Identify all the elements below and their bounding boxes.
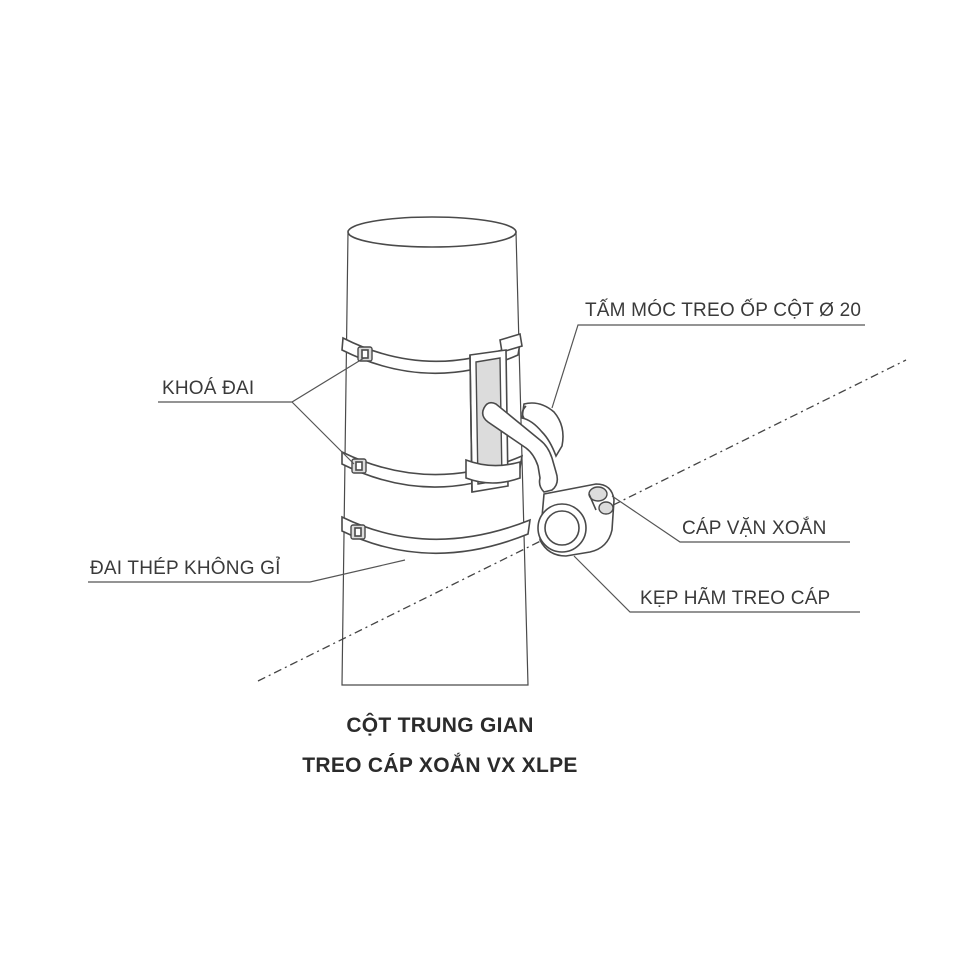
title-line-2: TREO CÁP XOẮN VX XLPE: [302, 753, 577, 777]
suspension-clamp: [537, 483, 615, 557]
leader-twisted-cable: [611, 495, 850, 543]
leader-mounting-plate: [551, 324, 865, 409]
label-suspension-clamp: KẸP HÃM TREO CÁP: [640, 587, 830, 609]
label-band-lock: KHOÁ ĐAI: [162, 378, 254, 399]
leader-stainless-band: [88, 559, 406, 583]
pole: [341, 216, 529, 686]
leader-lines: [88, 324, 865, 613]
label-twisted-cable: CÁP VẶN XOẮN: [682, 517, 827, 539]
pole-top: [347, 216, 517, 248]
title-line-1: CỘT TRUNG GIAN: [346, 713, 533, 737]
leader-band-lock: [158, 357, 365, 465]
label-stainless-band: ĐAI THÉP KHÔNG GỈ: [90, 557, 281, 579]
band-lock-3: [350, 524, 366, 540]
leader-suspension-clamp: [573, 555, 860, 613]
band-lock-1: [357, 346, 373, 362]
hook: [481, 401, 564, 493]
clamp-bolt: [588, 486, 614, 515]
stainless-band-3: [341, 515, 531, 555]
label-mounting-plate: TẤM MÓC TREO ỐP CỘT Ø 20: [585, 299, 861, 321]
band-lock-2: [351, 458, 367, 474]
